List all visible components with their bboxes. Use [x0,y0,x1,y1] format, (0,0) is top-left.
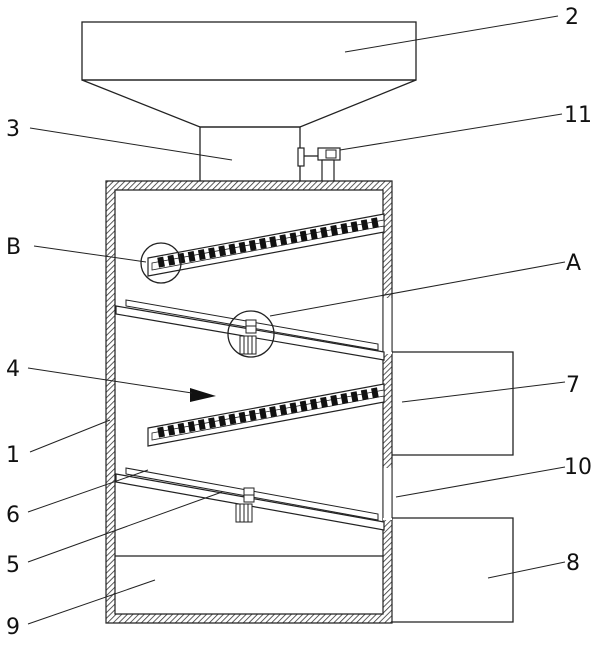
label-10: 10 [564,455,592,480]
upper-screen [147,213,385,277]
label-7: 7 [566,373,580,398]
flow-arrow [190,388,216,402]
screen-slat [248,239,257,251]
housing-body [105,180,393,624]
outlet-gap-upper [383,298,392,354]
screen-slat [360,389,369,401]
hopper [81,21,417,128]
screen-slat [269,236,277,248]
screen-slat [289,402,298,414]
screen-slat [371,217,379,229]
screen-slat [350,221,359,233]
screen-slat [228,243,237,255]
leader-lines [27,15,566,625]
middle-screen [147,383,385,447]
screen-slat [259,407,267,419]
valve [297,147,341,183]
label-9: 9 [6,615,20,640]
screen-slat [259,237,267,249]
screen-slat [218,245,227,257]
screen-slat [177,422,186,434]
detail-circle-a [227,310,275,358]
label-2: 2 [565,5,579,30]
label-6: 6 [6,503,20,528]
screen-slat [299,400,308,412]
label-a: A [566,251,581,276]
label-3: 3 [6,117,20,142]
label-1: 1 [6,443,20,468]
screen-slat [228,413,237,425]
screen-slat [340,393,349,404]
screen-slat [197,249,206,261]
label-b: B [6,235,21,260]
labels: 2 3 11 B A 4 7 1 10 6 5 8 9 [6,5,592,640]
screen-slat [187,421,196,432]
screen-slat [208,247,216,259]
screen-slat [340,223,349,234]
screen-slat [238,241,247,253]
side-bin-7 [392,351,514,456]
screen-slat [157,426,165,438]
screen-slat [309,228,318,240]
screen-slat [360,219,369,231]
screen-slat [197,419,206,431]
screen-slat [218,415,227,427]
screen-slat [330,394,339,406]
screen-slat [371,387,379,399]
lower-vibrator [235,487,255,523]
side-bin-8 [392,517,514,623]
feed-pipe [199,126,301,183]
screen-slat [238,411,247,423]
label-4: 4 [6,357,20,382]
screen-slat [269,406,277,418]
screen-slat [299,230,308,242]
screen-slat [279,404,288,416]
screen-slat [167,424,176,436]
screen-slat [248,409,257,421]
screen-slat [320,396,328,408]
screen-slat [157,256,165,268]
screen-slat [208,417,216,429]
screen-slat [167,254,176,266]
screen-slat [289,232,298,244]
label-11: 11 [564,103,592,128]
outlet-gap-lower [383,468,392,520]
screen-slat [320,226,328,238]
screen-slat [309,398,318,410]
label-5: 5 [6,553,20,578]
screen-slat [187,251,196,262]
label-8: 8 [566,551,580,576]
detail-circle-b [140,242,182,284]
screen-slat [279,234,288,246]
screen-slat [330,224,339,236]
screen-slat [350,391,359,403]
